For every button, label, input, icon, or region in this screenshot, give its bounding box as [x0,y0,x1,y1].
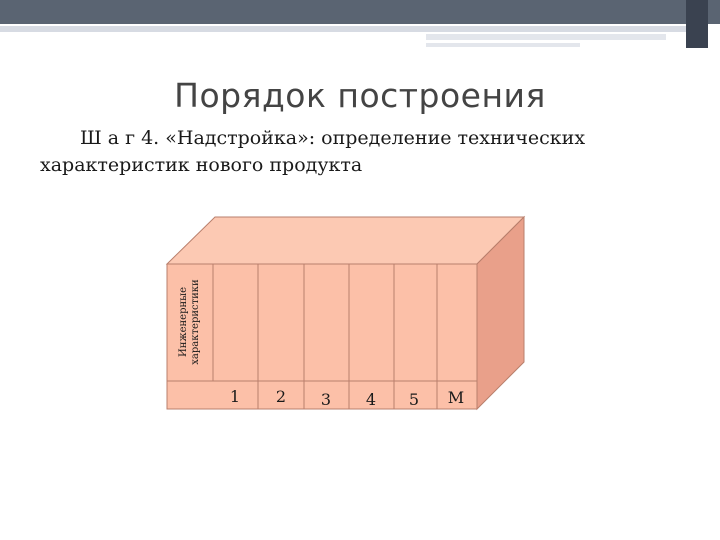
decor-rule-2 [426,34,666,40]
column-label-3: 3 [321,390,331,409]
slide-title: Порядок построения [174,76,546,115]
decor-rule-1 [0,26,686,32]
top-bar [0,0,720,24]
side-label-line1: Инженерные [178,287,189,357]
column-label-2: 2 [276,387,286,406]
slide-subtitle: Ш а г 4. «Надстройка»: определение техни… [40,127,586,176]
column-label-4: 4 [366,390,376,409]
top-bar-accent [686,0,708,48]
box-top-face [165,216,526,265]
side-label-line2: характеристики [190,279,201,365]
column-label-5: 5 [409,390,419,409]
column-label-1: 1 [230,387,240,406]
column-label-m: М [448,388,464,407]
decor-rule-3 [426,43,580,47]
box-front-face [166,263,478,410]
